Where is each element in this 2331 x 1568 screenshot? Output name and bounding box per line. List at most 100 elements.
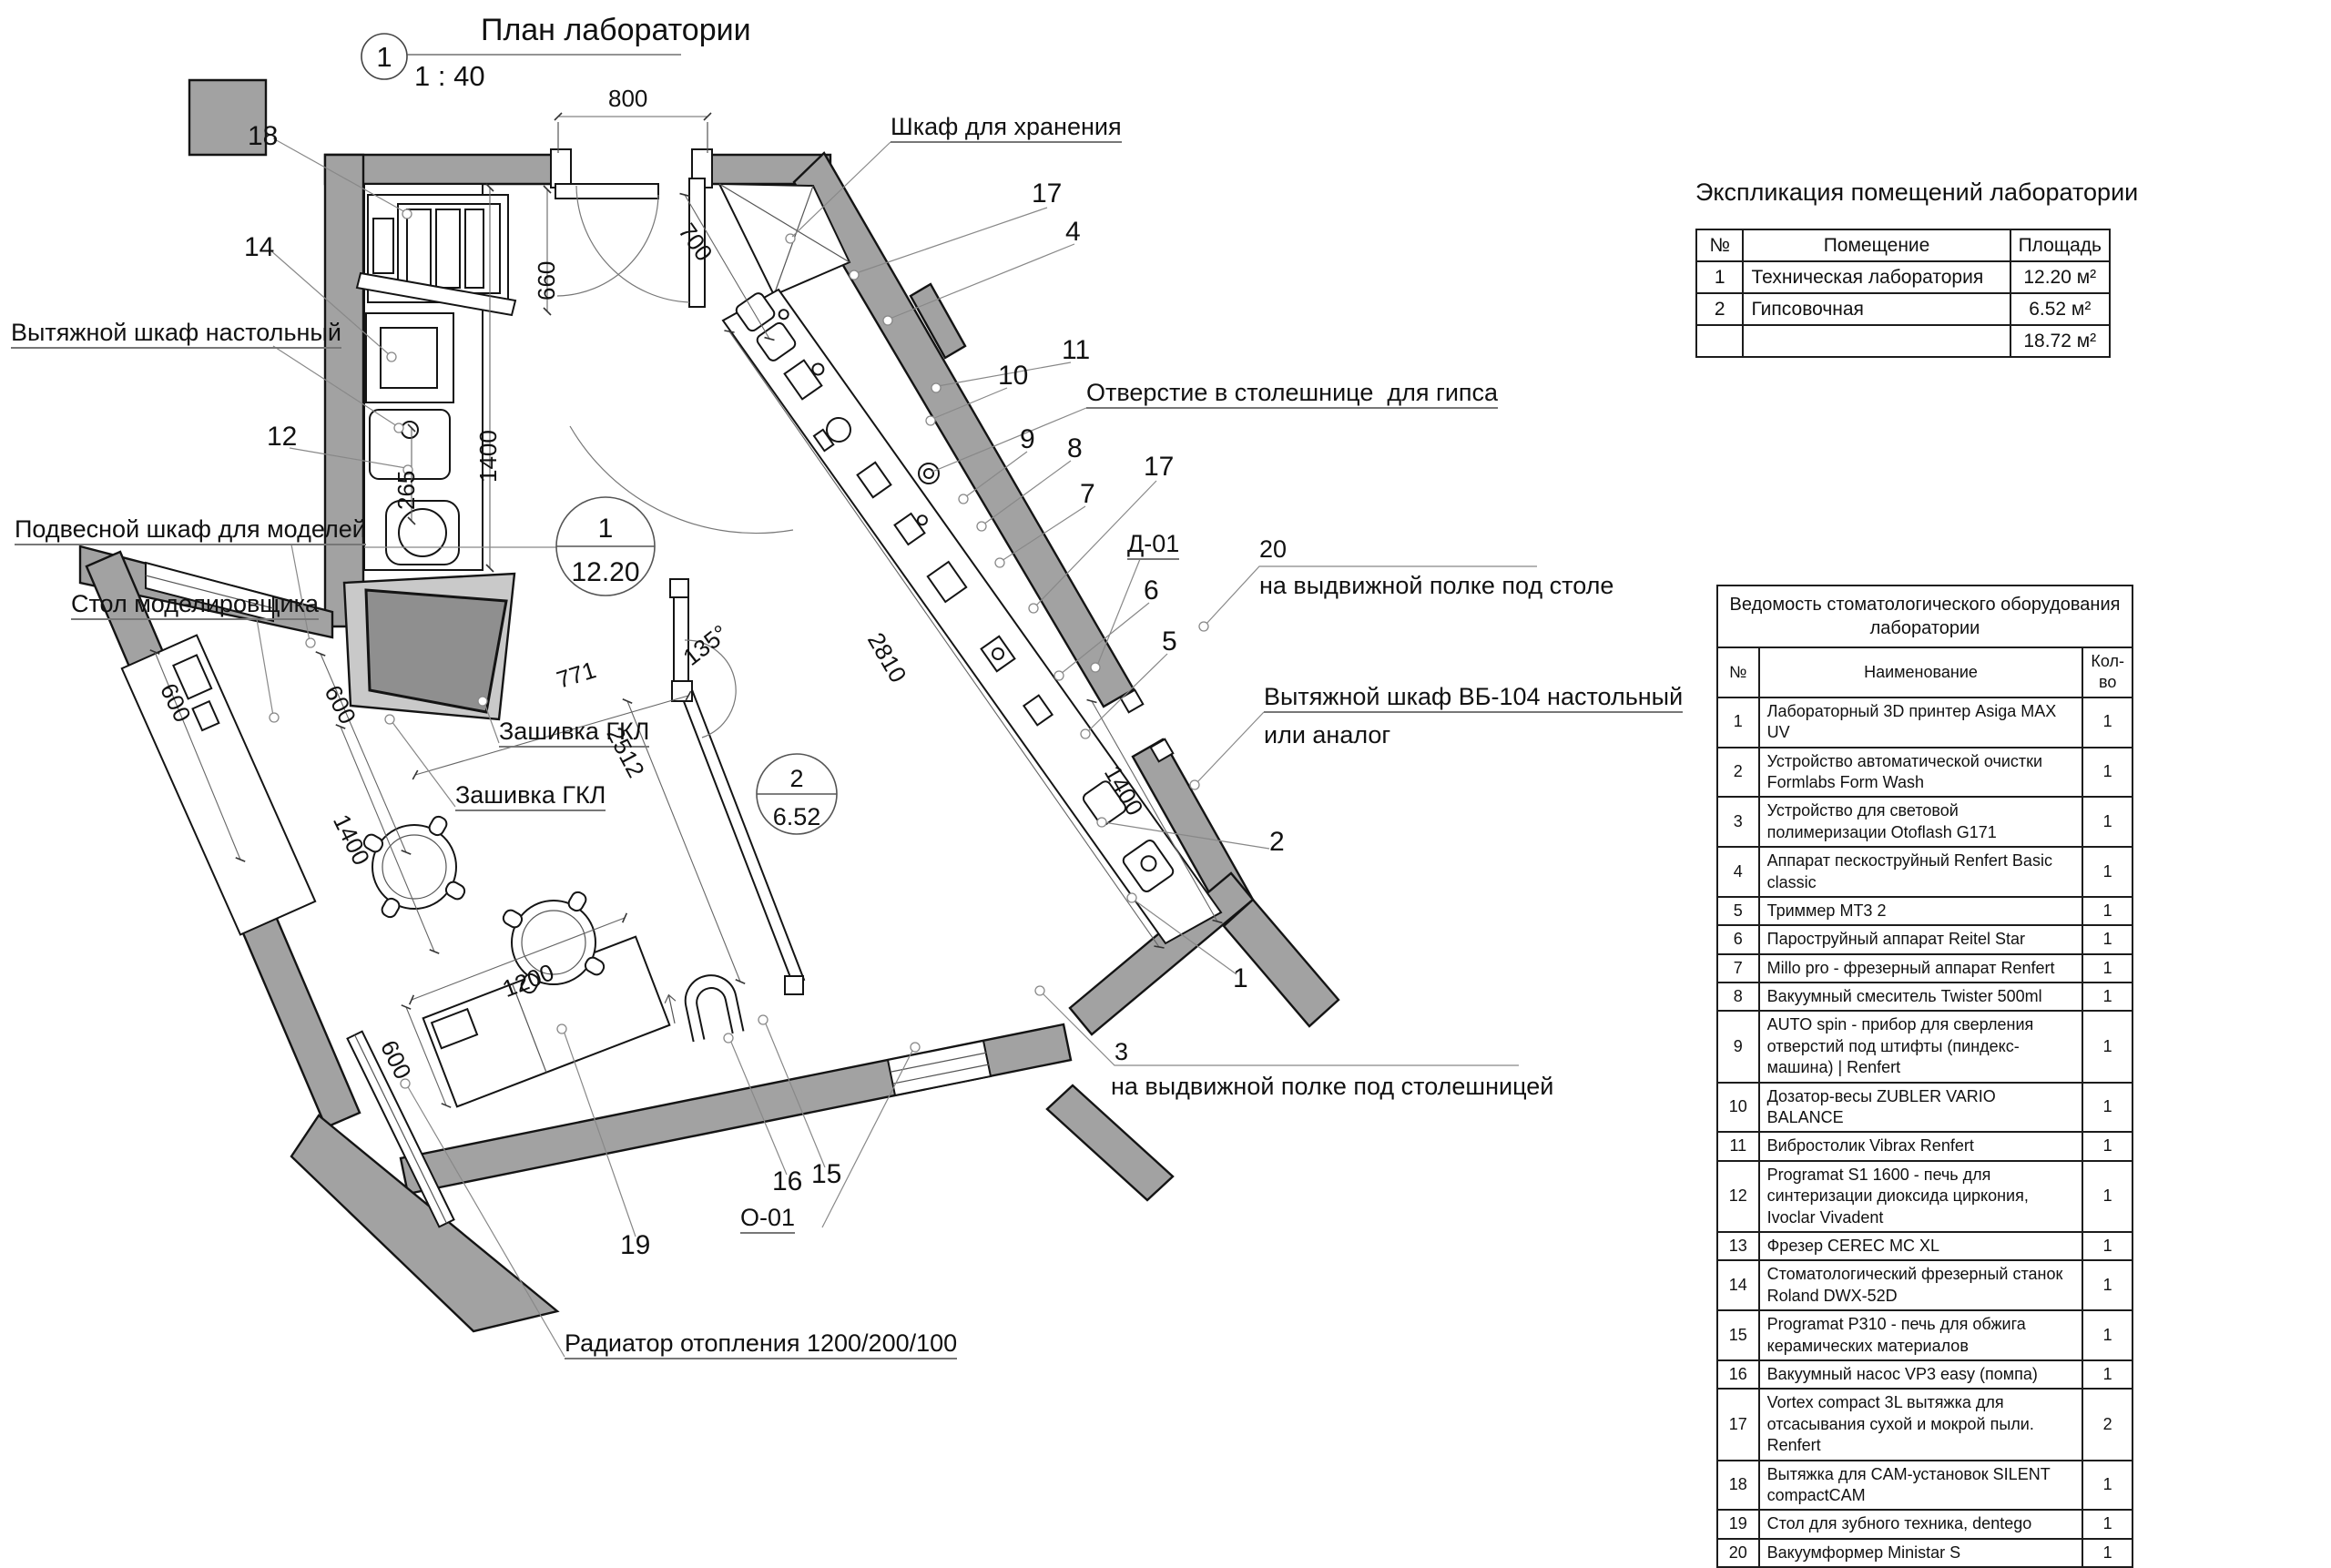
column-header: № [1716,647,1760,698]
table-cell: 1 [1716,696,1760,748]
dimension-label: 600 [154,678,197,727]
table-cell: 5 [1716,895,1760,927]
callout-number: 10 [998,361,1029,391]
leader-lines [256,137,1537,1358]
table-cell: 7 [1716,952,1760,984]
view-name: План лаборатории [481,13,751,47]
table-cell: 1 [2082,924,2133,955]
callout-number: 8 [1067,433,1083,463]
table-cell: 1 [2082,1131,2133,1162]
table-cell: 19 [1716,1509,1760,1540]
table-cell: Вакуумный насос VP3 easy (помпа) [1757,1359,2084,1390]
plan-annotation: Шкаф для хранения [891,113,1122,144]
room-marker-2: 2 6.52 [756,753,838,835]
table-cell: 1 [2082,982,2133,1013]
table-cell: 1 [2082,696,2133,748]
column-header: Кол-во [2082,647,2133,698]
table-cell: Millo pro - фрезерный аппарат Renfert [1757,952,2084,984]
column-header: Площадь [2009,229,2112,262]
plan-annotation: или аналог [1264,721,1391,748]
callout-number: 4 [1065,217,1081,247]
dimension-label: 1400 [474,430,502,483]
table-cell: Лабораторный 3D принтер Asiga MAX UV [1757,696,2084,748]
callout-number: 2 [1269,827,1285,857]
wall-shelf [355,271,517,317]
dimension-label: 800 [608,85,648,112]
table-cell: 8 [1716,982,1760,1013]
callout-number: 19 [620,1230,651,1260]
plan-annotation: Д-01 [1127,530,1180,561]
explication-table-block: Экспликация помещений лаборатории № Поме… [1695,178,2139,358]
table-cell: 2 [1716,746,1760,799]
equipment-title: Ведомость стоматологического оборудовани… [1716,585,2133,648]
table-cell: 2 [2082,1388,2133,1461]
table-cell: 15 [1716,1309,1760,1361]
table-cell [1742,324,2011,358]
dimension-label: 600 [374,1035,417,1084]
table-cell: 1 [2082,1010,2133,1084]
radiator [346,1030,455,1228]
table-cell: 18.72 м² [2009,324,2112,358]
callout-number: 18 [248,121,279,151]
plan-annotation: Отверстие в столешнице для гипса [1086,379,1499,410]
table-cell: 9 [1716,1010,1760,1084]
table-cell: Фрезер CEREC MC XL [1757,1230,2084,1262]
callout-number: 17 [1144,452,1175,482]
table-cell: 1 [2082,1081,2133,1134]
svg-text:2: 2 [789,765,803,792]
table-cell: Дозатор-весы ZUBLER VARIO BALANCE [1757,1081,2084,1134]
plan-annotation: Зашивка ГКЛ [455,781,606,812]
table-title-row: Ведомость стоматологического оборудовани… [1716,585,2133,648]
callout-number: 1 [1233,963,1248,993]
table-header-row: № Помещение Площадь [1695,229,2112,262]
column-header: Помещение [1742,229,2011,262]
drawing-sheet: 1 План лаборатории 1 : 40 1 12.20 2 6.52… [11,13,2139,1568]
plan-annotation: 3 [1115,1038,1129,1065]
modeler-chair [385,500,460,565]
plan-annotation: 20 [1259,535,1288,563]
equipment-table-block: Ведомость стоматологического оборудовани… [1716,585,2133,1568]
table-cell: 16 [1716,1359,1760,1390]
explication-title: Экспликация помещений лаборатории [1695,178,2139,206]
table-cell: Стоматологический фрезерный станок Rolan… [1757,1259,2084,1312]
dimension-label: 700 [673,218,718,267]
table-cell: 6 [1716,924,1760,955]
view-number-circle [361,33,408,80]
table-cell: 6.52 м² [2009,292,2112,326]
table-cell: 1 [2082,1537,2133,1568]
callout-number: 14 [244,232,275,262]
table-cell: Пароструйный аппарат Reitel Star [1757,924,2084,955]
callout-number: 12 [267,422,298,452]
table-cell: Programat S1 1600 - печь для синтеризаци… [1757,1159,2084,1233]
table-cell: 1 [2082,1459,2133,1512]
plan-annotation: Вытяжной шкаф ВБ-104 настольный [1264,683,1684,714]
table-row: 18.72 м² [1695,324,2112,358]
table-cell: 12 [1716,1159,1760,1233]
equipment-table: Ведомость стоматологического оборудовани… [1716,585,2133,1568]
table-cell: Триммер МТ3 2 [1757,895,2084,927]
table-cell: 13 [1716,1230,1760,1262]
callout-number: 6 [1144,575,1159,606]
table-cell: AUTO spin - прибор для сверления отверст… [1757,1010,2084,1084]
plan-annotation: Подвесной шкаф для моделей [15,515,366,546]
dimension-label: 660 [533,260,560,300]
table-cell: 10 [1716,1081,1760,1134]
table-cell: Вакуумный смеситель Twister 500ml [1757,982,2084,1013]
table-cell: 1 [2082,846,2133,898]
plan-annotation: на выдвижной полке под столе [1259,572,1614,599]
plan-annotation: Стол моделировщика [71,590,320,621]
